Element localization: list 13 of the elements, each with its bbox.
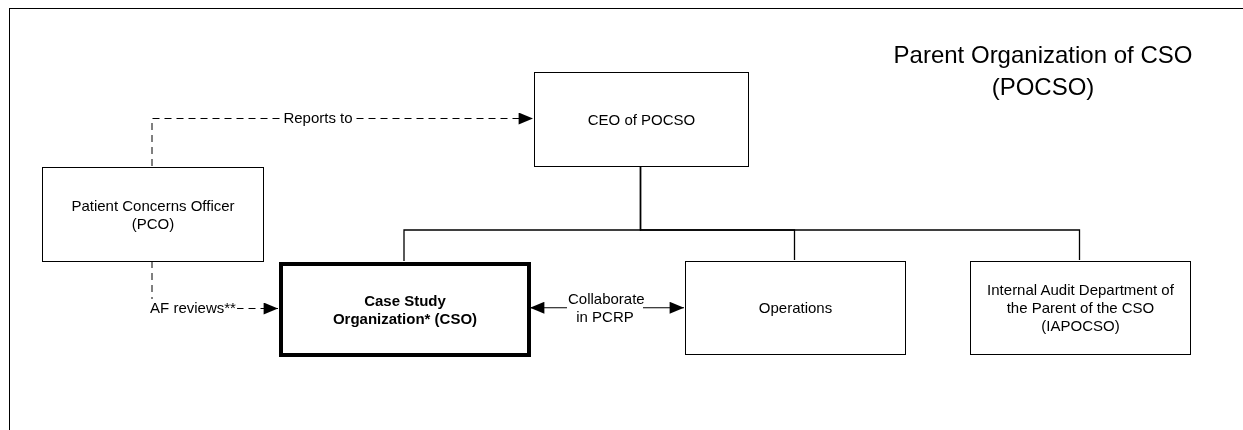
connector-line bbox=[639, 165, 1081, 261]
box-label: Case Study Organization* (CSO) bbox=[331, 291, 479, 328]
frame-heading: Parent Organization of CSO (POCSO) bbox=[892, 40, 1194, 102]
box-label: Patient Concerns Officer (PCO) bbox=[70, 196, 236, 233]
box-label: CEO of POCSO bbox=[586, 110, 697, 129]
organization-frame bbox=[9, 8, 1243, 430]
org-box bbox=[685, 261, 906, 355]
highlighted-box bbox=[279, 262, 531, 357]
org-box bbox=[42, 167, 264, 262]
box-label: Operations bbox=[757, 299, 834, 317]
org-box bbox=[970, 261, 1191, 355]
org-box bbox=[534, 72, 749, 167]
box-label: Internal Audit Department of the Parent of the CSO (IAPOCSO) bbox=[986, 281, 1175, 335]
